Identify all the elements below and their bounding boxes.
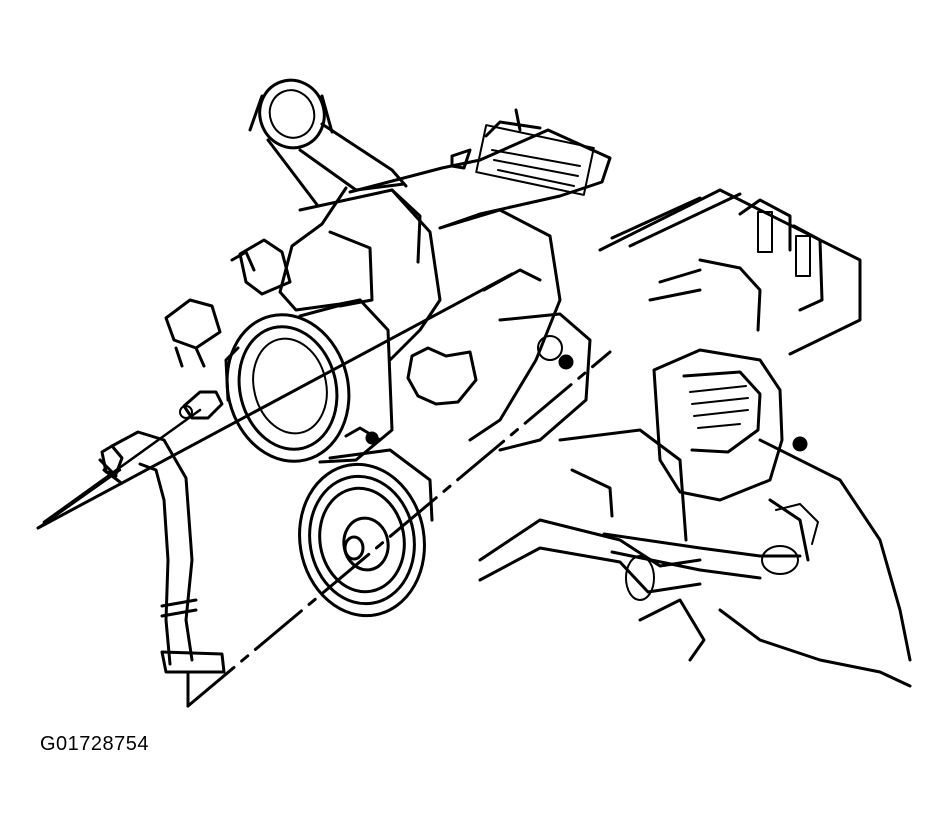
front-cover [406,208,592,452]
upper-intake-housing [278,108,612,362]
water-pump-pulley [298,426,434,618]
throttle-body [224,298,394,464]
valve-cover [598,188,862,356]
thermostat-housing [652,348,808,502]
leader-lines [36,272,612,708]
dipstick-tube [98,430,226,674]
engine-block-right [718,438,912,688]
oil-filler-cap [248,78,408,208]
coolant-pipes [478,428,802,662]
sensors-left [164,238,292,420]
figure-id-label: G01728754 [40,733,150,755]
